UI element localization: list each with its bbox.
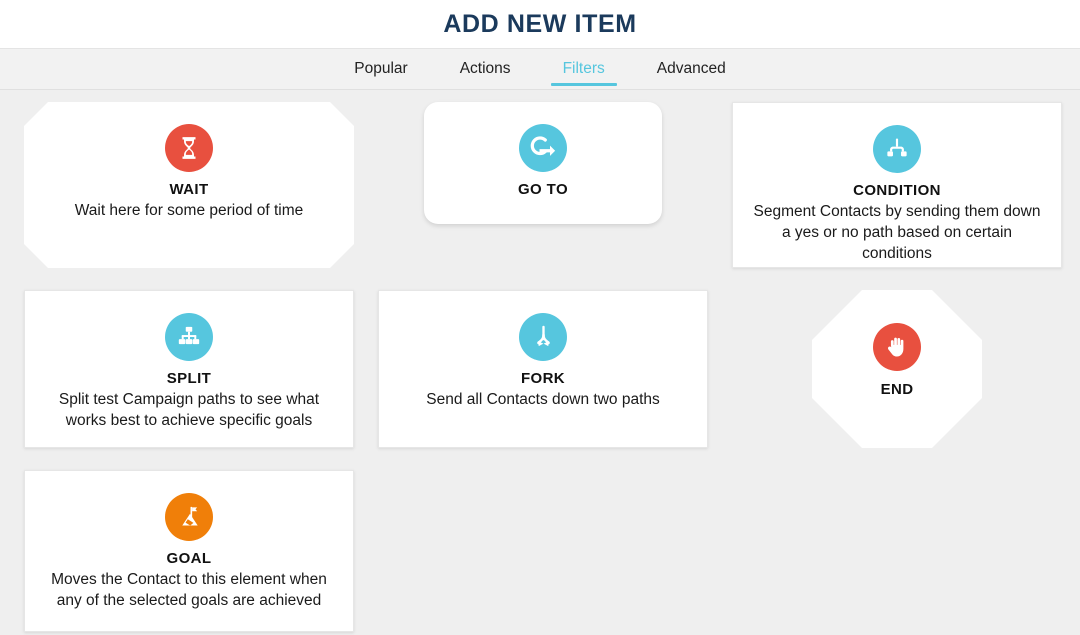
grid-cell-wait: WAIT Wait here for some period of time (24, 102, 354, 268)
tab-advanced-label: Advanced (656, 60, 726, 77)
curved-arrow-right-icon (519, 124, 567, 172)
tab-actions-label: Actions (459, 60, 511, 77)
tab-advanced[interactable]: Advanced (631, 49, 752, 89)
fork-arrows-icon (519, 313, 567, 361)
tab-popular[interactable]: Popular (328, 49, 433, 89)
grid-cell-fork: FORK Send all Contacts down two paths (378, 290, 708, 448)
grid-cell-goto: GO TO (378, 102, 708, 268)
item-description-fork: Send all Contacts down two paths (426, 391, 660, 408)
item-card-condition[interactable]: CONDITION Segment Contacts by sending th… (732, 102, 1062, 268)
item-description-wait: Wait here for some period of time (74, 202, 304, 219)
item-title-split: SPLIT (166, 370, 212, 387)
grid-cell-end: END (732, 290, 1062, 448)
stop-hand-icon (873, 323, 921, 371)
branch-condition-icon (873, 125, 921, 173)
item-card-goal[interactable]: GOAL Moves the Contact to this element w… (24, 470, 354, 632)
tab-popular-label: Popular (354, 60, 408, 77)
item-title-goto: GO TO (517, 181, 569, 198)
item-card-split[interactable]: SPLIT Split test Campaign paths to see w… (24, 290, 354, 448)
hourglass-icon (165, 124, 213, 172)
mountain-flag-icon (165, 493, 213, 541)
page-title: ADD NEW ITEM (443, 9, 637, 38)
item-card-end[interactable]: END (812, 290, 982, 448)
item-description-split: Split test Campaign paths to see what wo… (58, 391, 320, 429)
grid-cell-goal: GOAL Moves the Contact to this element w… (24, 470, 354, 632)
tab-filters[interactable]: Filters (537, 49, 631, 89)
grid-cell-condition: CONDITION Segment Contacts by sending th… (732, 102, 1062, 268)
item-description-condition: Segment Contacts by sending them down a … (753, 203, 1041, 262)
item-title-goal: GOAL (166, 550, 212, 567)
grid-cell-split: SPLIT Split test Campaign paths to see w… (24, 290, 354, 448)
item-description-goal: Moves the Contact to this element when a… (51, 571, 327, 609)
tab-filters-label: Filters (562, 60, 605, 77)
item-title-fork: FORK (520, 370, 566, 387)
item-card-goto[interactable]: GO TO (424, 102, 662, 224)
tab-actions[interactable]: Actions (434, 49, 537, 89)
item-title-wait: WAIT (169, 181, 209, 198)
dialog-header: ADD NEW ITEM (0, 0, 1080, 48)
item-title-end: END (880, 380, 914, 398)
item-card-fork[interactable]: FORK Send all Contacts down two paths (378, 290, 708, 448)
item-card-wait[interactable]: WAIT Wait here for some period of time (24, 102, 354, 268)
sitemap-icon (165, 313, 213, 361)
tab-bar: Popular Actions Filters Advanced (0, 48, 1080, 90)
item-grid: WAIT Wait here for some period of time G… (0, 90, 1080, 632)
item-title-condition: CONDITION (853, 182, 941, 199)
